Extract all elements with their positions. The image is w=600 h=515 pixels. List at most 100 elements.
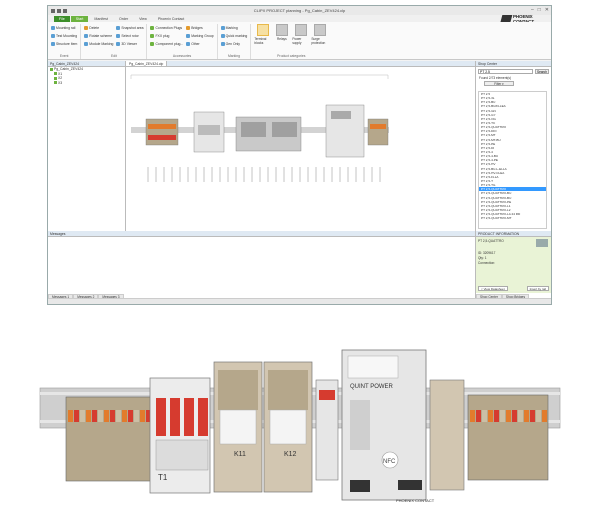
product-list-item[interactable]: PT 2,5-4-PE [481, 158, 498, 163]
ribbon-item[interactable]: Mounting rail [51, 24, 77, 31]
product-list-item[interactable]: PT 2,5-PE [481, 141, 496, 146]
minimize-button[interactable]: – [530, 7, 534, 13]
product-list-item[interactable]: PT 2,5-QUATTRO-L2 [481, 207, 511, 212]
close-button[interactable]: ✕ [544, 7, 549, 13]
ribbon-item[interactable]: Module Marking [84, 40, 113, 47]
ribbon-item[interactable]: Select rotor [116, 32, 143, 39]
mini-surge-module[interactable] [193, 111, 225, 153]
product-list-item[interactable]: PT 2,5-HV-CLEA [481, 170, 505, 175]
product-list-item[interactable]: PT 2,5-QUATTRO-L1 [481, 203, 511, 208]
quick-access-toolbar [51, 8, 67, 13]
product-list-item[interactable]: PT 2,5-DIO [481, 129, 497, 134]
ribbon-item[interactable]: Component plug... [150, 40, 183, 47]
label-k12: K12 [284, 451, 297, 458]
tab-view[interactable]: View [139, 17, 147, 21]
plug-icon [150, 25, 155, 30]
terminal-block-slice [122, 410, 127, 422]
search-button[interactable]: Search [535, 69, 549, 74]
view-datasheet-button[interactable]: < View Datasheet [478, 286, 508, 291]
mini-power-supply[interactable] [325, 104, 365, 158]
ribbon-item[interactable]: Test Mounting [51, 32, 77, 39]
product-list-item[interactable]: PT 2,5-QUATTRO-MT [481, 216, 512, 221]
product-list-item[interactable]: PT 2,5-BU/FLLEA [481, 104, 506, 109]
tree-item-x3[interactable]: X3 [48, 81, 125, 86]
mini-relay-modules[interactable] [235, 116, 302, 152]
ribbon-item[interactable]: Delete [84, 24, 113, 31]
ribbon-item[interactable]: FXX plug [150, 32, 183, 39]
terminal-block-slice [530, 410, 535, 422]
terminal-block-group-left [65, 396, 153, 482]
ribbon-item[interactable]: Gen Only [220, 40, 248, 47]
product-list-item[interactable]: PT 2,5-TG [481, 183, 496, 188]
ribbon-item[interactable]: Structure Item [51, 40, 77, 47]
ribbon-item[interactable]: Connection Plugs [150, 24, 183, 31]
shop-header: Shop Center [476, 61, 551, 67]
ribbon-item[interactable]: Bridges [186, 24, 213, 31]
product-list-item[interactable]: PT 2,5-FLLA [481, 174, 499, 179]
product-list-item[interactable]: PT 2,5-BU [481, 100, 496, 105]
tree-item-x1[interactable]: X1 [48, 72, 125, 77]
product-list-item[interactable]: PT 2,5-QUATTRO [479, 187, 546, 192]
product-list-item[interactable]: PT 2,5-HV [481, 162, 496, 167]
terminal-block-slice [476, 410, 481, 422]
product-list-item[interactable]: PT 2,5-MT-BU [481, 137, 501, 142]
category-relays-button[interactable]: Relays [273, 24, 290, 53]
mini-terminal-block-group-left[interactable] [145, 118, 179, 146]
product-list-item[interactable]: PT 2,5-QUATTRO [481, 125, 506, 130]
fuse-terminals [315, 379, 339, 481]
tab-file[interactable]: File [54, 16, 70, 22]
design-canvas[interactable] [126, 67, 394, 229]
tree-item-root[interactable]: Pg_Cabin_ZEV424 [48, 67, 125, 72]
product-list-item[interactable]: PT 2.5 [481, 92, 491, 96]
mini-terminal-block-group-right[interactable] [367, 118, 389, 146]
ribbon-item[interactable]: Marking [220, 24, 248, 31]
category-power-supply-button[interactable]: Power supply [292, 24, 309, 53]
status-bar [48, 298, 551, 304]
product-list-item[interactable]: PT 2,5-BU-L-ELLA [481, 166, 507, 171]
product-list-item[interactable]: PT 2,5-TC [481, 120, 496, 125]
product-list-item[interactable]: PT 2,5-OG [481, 116, 496, 121]
canvas-tab[interactable]: Pg_Cabin_ZEV424.clp [126, 61, 168, 66]
insert-by-rail-button[interactable]: Insert by rail [526, 286, 549, 291]
terminal-block-slice [518, 410, 523, 422]
tab-start[interactable]: Start [70, 16, 89, 22]
ribbon-item[interactable]: Rotate scheme [84, 32, 113, 39]
tab-order[interactable]: Order [118, 17, 129, 21]
product-list-item[interactable]: PT 2,5-GN [481, 108, 496, 113]
product-list-item[interactable]: PT 2,5-T [481, 178, 493, 183]
terminal-block-slice [536, 410, 541, 422]
ribbon-item[interactable]: Snapshot area [116, 24, 143, 31]
product-list-item[interactable]: PT 2,5-DI [481, 145, 495, 150]
product-search-input[interactable] [478, 69, 533, 74]
ribbon-item[interactable]: Quick marking [220, 32, 247, 39]
product-list-item[interactable]: PT 2,5-4 [481, 149, 493, 154]
save-icon[interactable] [51, 8, 55, 13]
tree-item-x2[interactable]: X2 [48, 76, 125, 81]
filter-dropdown[interactable]: Filter ▾ [484, 81, 514, 86]
shop-center-pane: Shop Center Search Found 2/73 element(s)… [476, 61, 551, 231]
redo-icon[interactable] [63, 8, 67, 13]
product-list-item[interactable]: PT 2,5-MT [481, 133, 496, 138]
messages-pane: Messages Messages 1 Messages 2 Messages … [48, 231, 476, 299]
ribbon-item[interactable]: 3D Viewer [116, 40, 143, 47]
ribbon-item[interactable]: Other [186, 40, 213, 47]
maximize-button[interactable]: □ [537, 7, 541, 13]
category-terminal-blocks-button[interactable]: Terminal blocks [254, 24, 271, 53]
tab-manifest[interactable]: Manifest [94, 17, 108, 21]
plug-icon [150, 33, 155, 38]
ribbon-item[interactable]: Marking Group [186, 32, 214, 39]
tab-phoenix-contact[interactable]: Phoenix Contact [157, 17, 185, 21]
product-list-item[interactable]: PT 2,5-3L [481, 96, 495, 101]
category-surge-protection-button[interactable]: Surge protection [311, 24, 328, 53]
undo-icon[interactable] [57, 8, 61, 13]
product-list-item[interactable]: PT 2,5-4-BU [481, 154, 499, 159]
terminal-block-slice [116, 410, 121, 422]
product-list-item[interactable]: PT 2,5-QUATTRO-BU [481, 191, 512, 196]
product-list-item[interactable]: PT 2,5-QUATTRO-BU [481, 195, 512, 200]
window-title: CLIPX PROJECT planning - Pg_Cabin_ZEV424… [253, 8, 346, 13]
product-list-item[interactable]: PT 2,5-GY [481, 112, 496, 117]
product-list-item[interactable]: PT 2,5-QUATTRO-PE [481, 199, 512, 204]
product-list-item[interactable]: PT 2,5-QUATTRO-LA 24 RD [481, 212, 521, 217]
rail-icon [51, 25, 55, 30]
